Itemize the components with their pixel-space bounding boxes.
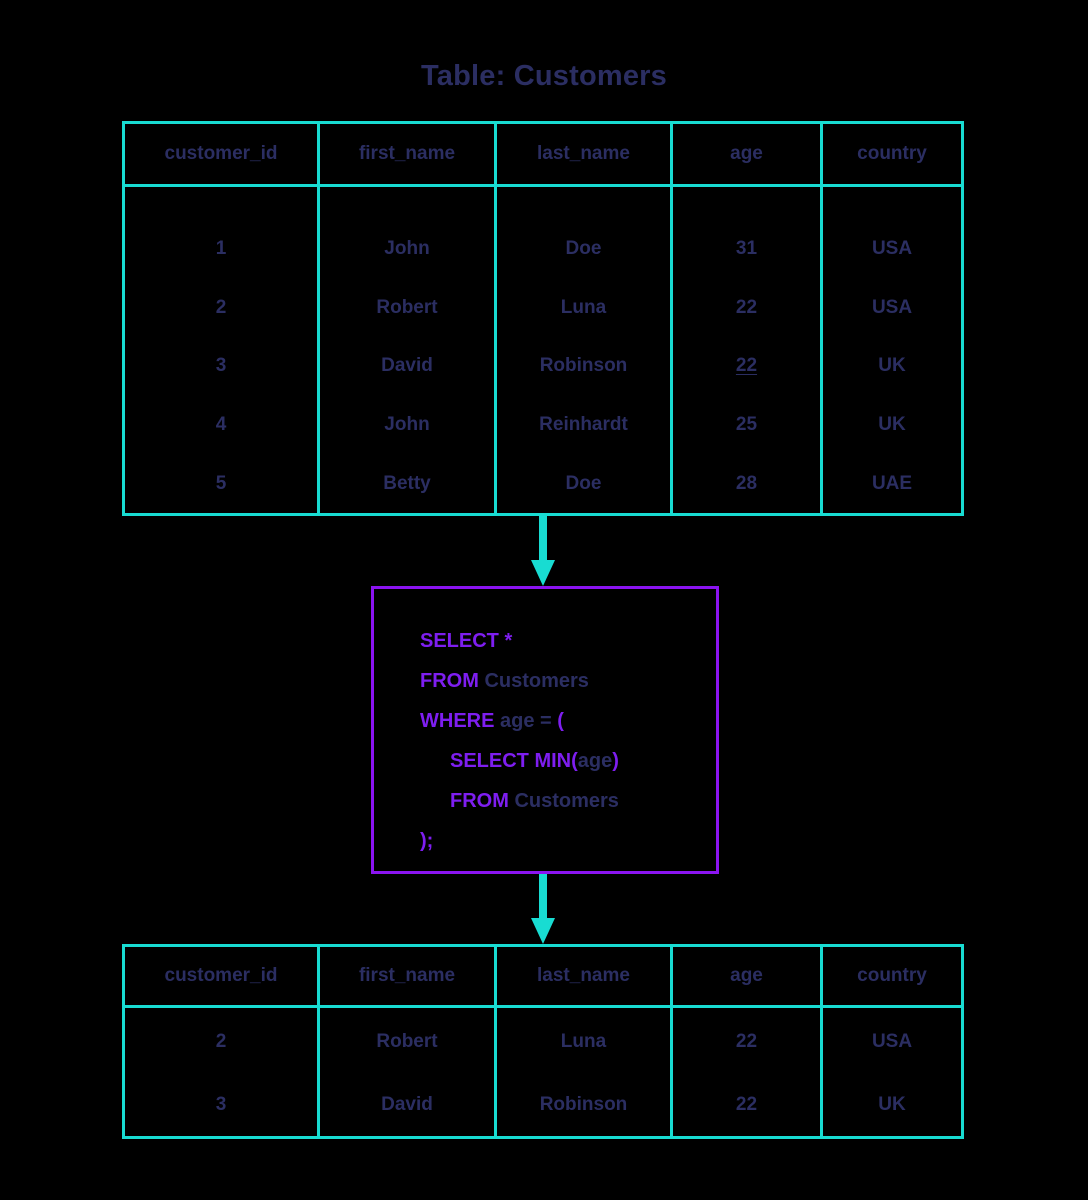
table-cell: USA [871, 238, 913, 260]
table-cell: 2 [215, 1030, 227, 1052]
result-table-body: 2 3 Robert David Luna Robinson 22 22 USA… [125, 1008, 961, 1136]
table-cell: UK [878, 355, 906, 377]
table-cell: Luna [560, 1030, 607, 1052]
column-header: country [857, 965, 927, 986]
column-header: country [857, 143, 927, 164]
result-col-customer-id: customer_id [125, 947, 320, 1005]
table-cell: 28 [735, 472, 758, 494]
sql-punctuation: * [504, 630, 513, 652]
sql-keyword: WHERE [420, 710, 495, 732]
sql-punctuation: ) [612, 750, 619, 772]
table-cell: 22 [735, 1093, 758, 1115]
table-cell: UK [878, 1093, 906, 1115]
table-cell: Robert [376, 296, 438, 318]
column-header: customer_id [164, 965, 278, 986]
result-body-col-age: 22 22 [673, 1008, 823, 1136]
result-col-country: country [823, 947, 961, 1005]
table-cell: USA [871, 1030, 913, 1052]
result-col-first-name: first_name [320, 947, 497, 1005]
sql-query-box: SELECT * FROM Customers WHERE age = ( SE… [371, 586, 719, 874]
result-body-col-country: USA UK [823, 1008, 961, 1136]
sql-keyword: SELECT MIN [450, 750, 572, 772]
table-cell: John [384, 238, 430, 260]
table-cell: David [381, 1093, 433, 1115]
table-cell: 4 [215, 414, 227, 436]
sql-line-1: SELECT * [420, 621, 716, 661]
sql-identifier: Customers [484, 670, 589, 692]
table-cell: 31 [735, 238, 758, 260]
table-cell: 25 [735, 414, 758, 436]
sql-keyword: FROM [420, 670, 479, 692]
result-body-col-last-name: Luna Robinson [497, 1008, 673, 1136]
table-cell: 3 [215, 1093, 227, 1115]
table-cell: Doe [565, 238, 602, 260]
result-col-age: age [673, 947, 823, 1005]
table-cell: David [381, 355, 433, 377]
column-header: first_name [358, 965, 456, 986]
source-body-col-first-name: John Robert David John Betty [320, 187, 497, 513]
sql-identifier: age = [500, 710, 558, 732]
table-cell: Doe [565, 472, 602, 494]
result-col-last-name: last_name [497, 947, 673, 1005]
table-cell: Robinson [539, 355, 628, 377]
table-cell: John [384, 414, 430, 436]
table-cell: Robinson [539, 1093, 628, 1115]
table-cell: Reinhardt [539, 414, 628, 436]
column-header: age [730, 143, 763, 164]
result-table-header-row: customer_id first_name last_name age cou… [125, 947, 961, 1008]
arrow-down-glyph [531, 874, 555, 944]
table-cell: 3 [215, 355, 227, 377]
page-title: Table: Customers [421, 60, 667, 92]
source-col-last-name: last_name [497, 124, 673, 184]
column-header: first_name [358, 143, 456, 164]
column-header: last_name [537, 143, 630, 164]
sql-line-4: SELECT MIN(age) [420, 741, 716, 781]
source-body-col-age: 31 22 22 25 28 [673, 187, 823, 513]
table-cell: 22 [735, 296, 758, 318]
sql-punctuation: ( [571, 750, 578, 772]
arrow-down-icon [529, 516, 557, 588]
sql-line-2: FROM Customers [420, 661, 716, 701]
source-table: customer_id first_name last_name age cou… [122, 121, 964, 516]
source-body-col-last-name: Doe Luna Robinson Reinhardt Doe [497, 187, 673, 513]
sql-identifier: Customers [514, 790, 619, 812]
table-cell: Luna [560, 296, 607, 318]
result-body-col-first-name: Robert David [320, 1008, 497, 1136]
sql-line-3: WHERE age = ( [420, 701, 716, 741]
source-body-col-country: USA USA UK UK UAE [823, 187, 961, 513]
source-col-age: age [673, 124, 823, 184]
column-header: customer_id [164, 143, 278, 164]
table-cell: UAE [871, 472, 913, 494]
result-body-col-customer-id: 2 3 [125, 1008, 320, 1136]
sql-line-6: ); [420, 821, 716, 861]
source-col-customer-id: customer_id [125, 124, 320, 184]
sql-line-5: FROM Customers [420, 781, 716, 821]
sql-keyword: FROM [450, 790, 509, 812]
table-cell: 2 [215, 296, 227, 318]
table-cell: 22 [735, 1030, 758, 1052]
arrow-down-icon [529, 874, 557, 946]
table-cell: USA [871, 296, 913, 318]
sql-punctuation: ( [557, 710, 564, 732]
column-header: last_name [537, 965, 630, 986]
table-cell: Betty [383, 472, 431, 494]
sql-punctuation: ); [420, 830, 434, 852]
source-col-country: country [823, 124, 961, 184]
sql-identifier: age [577, 750, 613, 772]
column-header: age [730, 965, 763, 986]
source-table-header-row: customer_id first_name last_name age cou… [125, 124, 961, 187]
table-cell: 5 [215, 472, 227, 494]
table-cell-highlighted: 22 [735, 355, 758, 377]
result-table: customer_id first_name last_name age cou… [122, 944, 964, 1139]
source-body-col-customer-id: 1 2 3 4 5 [125, 187, 320, 513]
table-cell: Robert [376, 1030, 438, 1052]
table-cell: UK [878, 414, 906, 436]
table-cell: 1 [215, 238, 227, 260]
sql-keyword: SELECT [420, 630, 499, 652]
arrow-down-glyph [531, 516, 555, 586]
source-table-body: 1 2 3 4 5 John Robert David John Betty D… [125, 187, 961, 513]
source-col-first-name: first_name [320, 124, 497, 184]
